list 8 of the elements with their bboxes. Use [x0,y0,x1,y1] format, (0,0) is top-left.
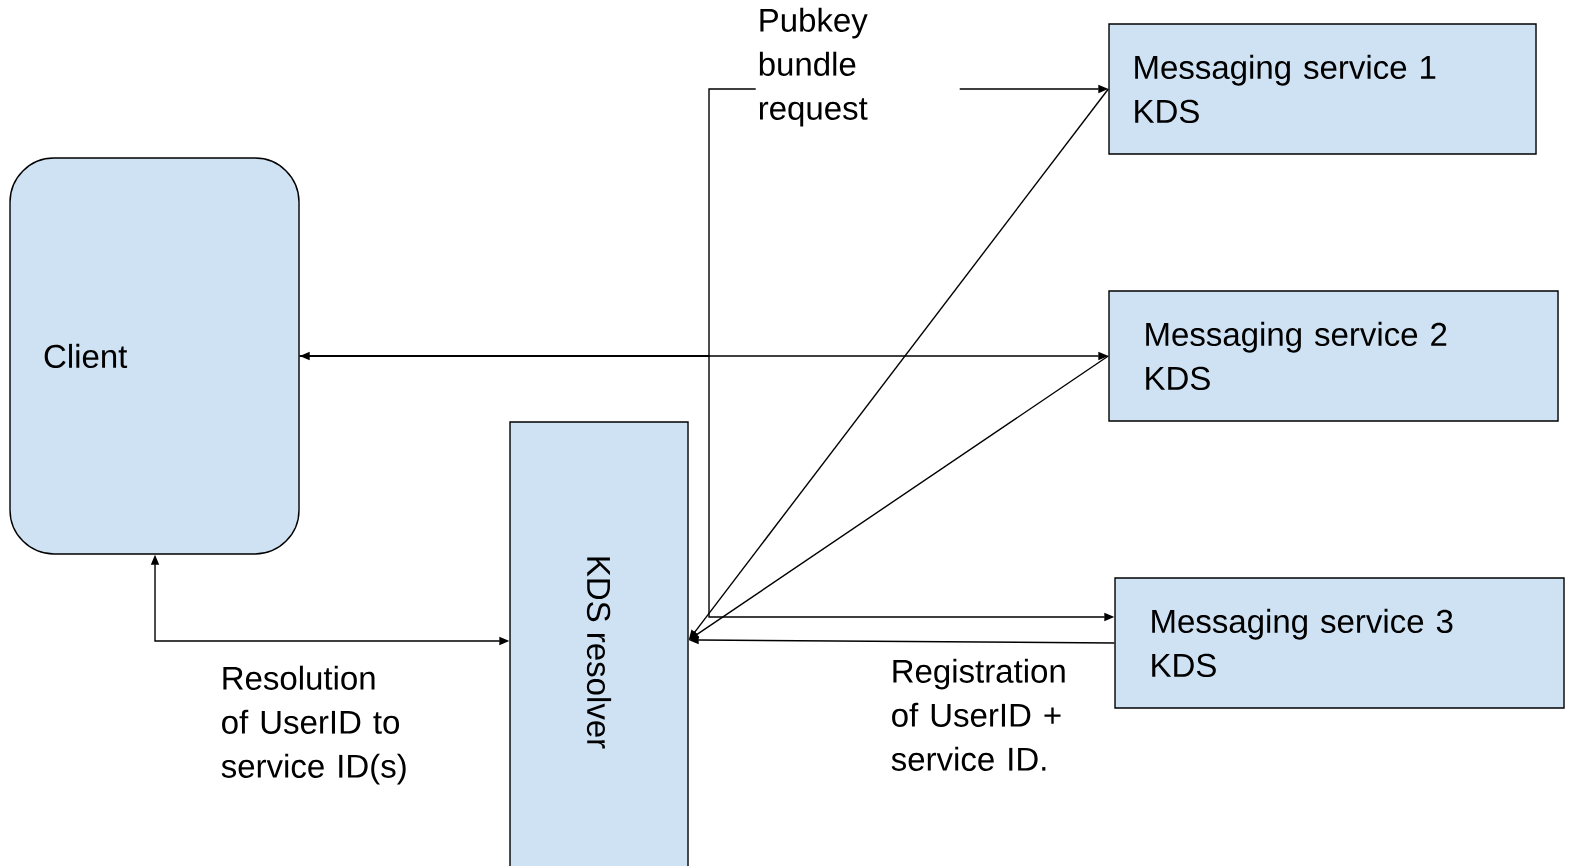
edge-label: Resolution of UserID to service ID(s) [221,665,406,785]
edge-label: Pubkey bundle request [759,7,868,127]
service-box: Messaging service 3 KDS [1114,577,1565,709]
service-box: Messaging service 2 KDS [1108,290,1559,422]
client-box: Client [9,157,300,555]
service-box: Messaging service 1 KDS [1108,23,1537,155]
resolver-box: KDS resolver [509,421,689,866]
edge-label: Registration of UserID + service ID. [891,658,1065,771]
